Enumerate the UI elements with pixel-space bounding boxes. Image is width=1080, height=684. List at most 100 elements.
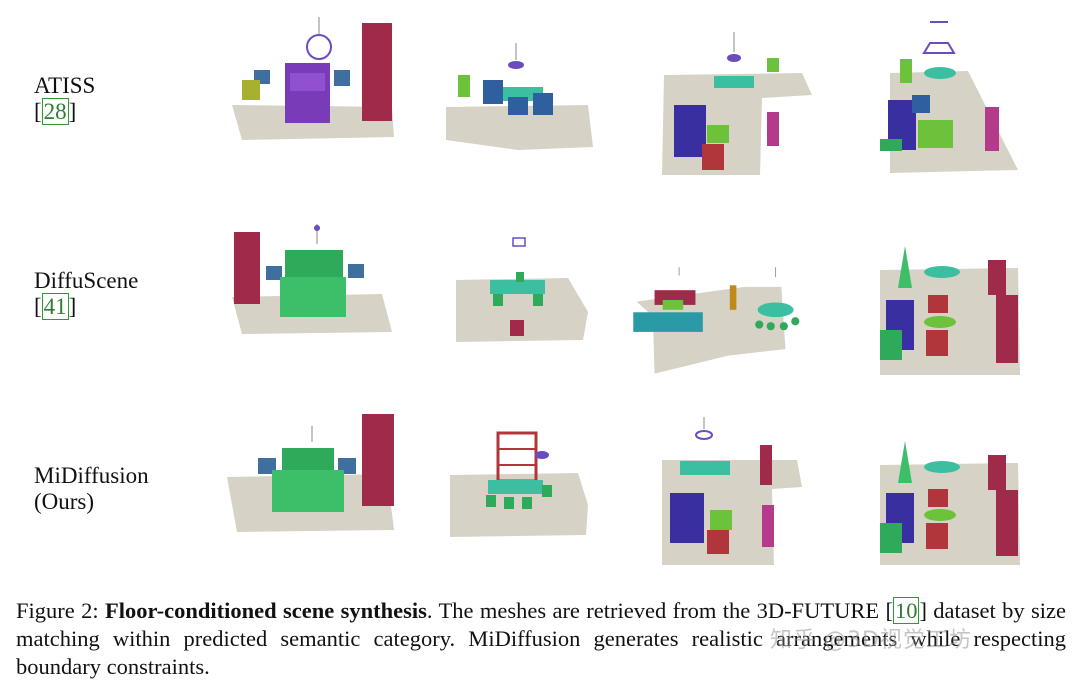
bench <box>762 505 774 547</box>
coffee-table <box>707 125 729 143</box>
scene-atiss-bedroom <box>232 17 394 140</box>
method-name: MiDiffusion <box>34 463 149 488</box>
nightstand <box>348 264 364 278</box>
shelf <box>996 295 1018 363</box>
scene-midiffusion-living <box>662 417 802 565</box>
chair <box>504 497 514 509</box>
side-table <box>880 139 902 151</box>
shelf <box>996 490 1018 556</box>
row-label-atiss: ATISS [28] <box>34 73 96 125</box>
plant <box>898 441 912 483</box>
chair <box>779 322 788 331</box>
sofa <box>633 312 703 332</box>
scene-atiss-living-dining <box>880 21 1018 173</box>
chair <box>516 272 524 282</box>
method-name: ATISS <box>34 73 96 98</box>
tv-stand <box>680 461 730 475</box>
row-label-diffuscene: DiffuScene [41] <box>34 268 139 320</box>
shelf <box>988 260 1006 295</box>
coffee-table <box>924 316 956 328</box>
plant <box>898 246 912 288</box>
pendant-lamp <box>727 54 741 62</box>
caption-title: Floor-conditioned scene synthesis <box>105 598 427 623</box>
row-label-midiffusion: MiDiffusion (Ours) <box>34 463 149 515</box>
scene-midiffusion-living-2 <box>880 441 1020 565</box>
cabinet <box>729 285 737 310</box>
armchair <box>707 530 729 554</box>
method-name: DiffuScene <box>34 268 139 293</box>
chair <box>533 294 543 306</box>
armchair <box>533 93 553 115</box>
nightstand <box>266 266 282 280</box>
cabinet <box>510 320 524 336</box>
chair <box>493 294 503 306</box>
pendant-lamp <box>508 61 524 69</box>
chandelier <box>306 34 332 60</box>
scene-atiss-living <box>662 32 812 175</box>
scene-atiss-dining <box>446 43 593 150</box>
chair <box>766 322 775 331</box>
floor <box>450 473 588 537</box>
sofa <box>670 493 704 543</box>
chair <box>522 497 532 509</box>
chair <box>755 320 764 329</box>
cabinet <box>767 58 779 72</box>
coffee-table <box>662 300 684 310</box>
scene-diffuscene-living-dining <box>633 267 800 374</box>
dining-table <box>924 266 960 278</box>
shelf <box>988 455 1006 490</box>
figure-label: Figure 2: <box>16 598 99 623</box>
pendant-lamp <box>695 430 713 440</box>
armchair <box>483 80 503 104</box>
cabinet <box>760 445 772 485</box>
nightstand <box>258 458 276 474</box>
dining-table <box>490 280 545 294</box>
coffee-table <box>710 510 732 530</box>
dining-table <box>757 302 794 318</box>
armchair <box>912 95 930 113</box>
armchair <box>928 489 948 507</box>
citation-link[interactable]: 28 <box>41 98 69 125</box>
chair <box>486 495 496 507</box>
sofa <box>674 105 706 157</box>
armchair <box>926 330 948 356</box>
wardrobe <box>362 23 392 121</box>
armchair <box>702 144 724 170</box>
dining-table <box>924 67 956 79</box>
bench <box>985 107 999 151</box>
dining-table <box>714 76 754 88</box>
citation-link[interactable]: 41 <box>41 293 69 320</box>
bed-headboard <box>282 448 334 470</box>
armchair <box>926 523 948 549</box>
bed <box>280 277 346 317</box>
armchair <box>508 97 528 115</box>
scene-midiffusion-bedroom <box>227 414 394 532</box>
chair <box>542 485 552 497</box>
wardrobe <box>362 414 394 506</box>
wardrobe <box>234 232 260 304</box>
bed-headboard <box>285 250 343 278</box>
bed <box>272 470 344 512</box>
method-note: (Ours) <box>34 489 95 514</box>
scene-diffuscene-bedroom <box>232 224 392 334</box>
caption-text: dataset by size matching within predicte… <box>16 598 1066 679</box>
side-table <box>880 330 902 360</box>
watermark: 知乎 @3D视觉工坊 <box>770 628 972 653</box>
bed <box>285 63 330 123</box>
coffee-table <box>924 509 956 521</box>
citation-link[interactable]: 10 <box>892 597 920 624</box>
armchair <box>928 295 948 313</box>
scene-diffuscene-living <box>880 246 1020 375</box>
floor <box>446 105 593 150</box>
chair <box>791 317 800 326</box>
scene-diffuscene-dining <box>456 237 588 342</box>
floor <box>456 278 588 342</box>
pendant-lamp <box>314 225 320 231</box>
cabinet <box>458 75 470 97</box>
dining-table <box>924 461 960 473</box>
caption-text: . The meshes are retrieved from the 3D-F… <box>426 598 886 623</box>
scene-midiffusion-dining <box>450 431 588 537</box>
nightstand <box>334 70 350 86</box>
pendant-lamp <box>535 451 549 459</box>
chair <box>242 80 260 100</box>
